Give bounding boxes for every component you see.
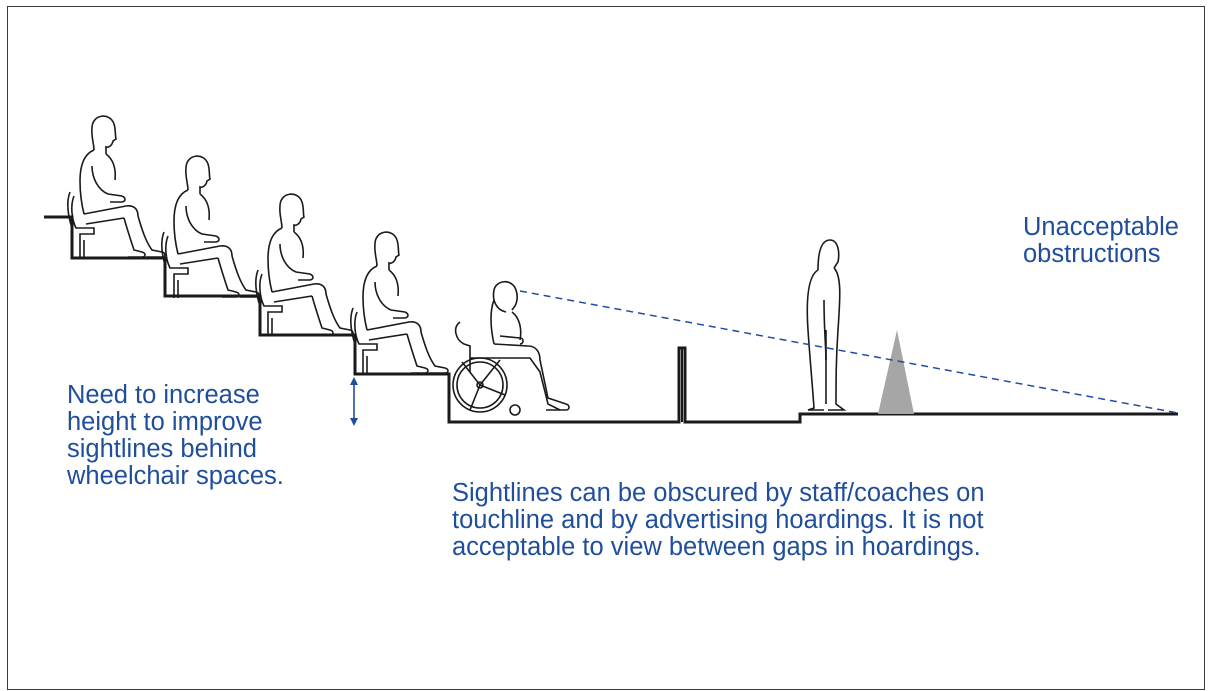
seated-spectator-2: [161, 155, 260, 299]
obstruction-note: Unacceptable obstructions: [1023, 213, 1179, 268]
standing-person: [806, 239, 847, 411]
height-note: Need to increase height to improve sight…: [67, 381, 284, 490]
diagram-frame: [7, 6, 1205, 690]
seated-spectator-3: [255, 193, 354, 337]
height-increase-arrow: [350, 377, 358, 426]
wheelchair-user: [452, 280, 570, 416]
seated-spectator-1: [67, 115, 166, 259]
advertising-hoarding-obstruction: [878, 330, 914, 414]
seated-spectator-4: [350, 231, 449, 375]
terrace-steps: [44, 215, 1178, 424]
sightline: [519, 290, 1179, 414]
sightline-note: Sightlines can be obscured by staff/coac…: [452, 479, 985, 561]
